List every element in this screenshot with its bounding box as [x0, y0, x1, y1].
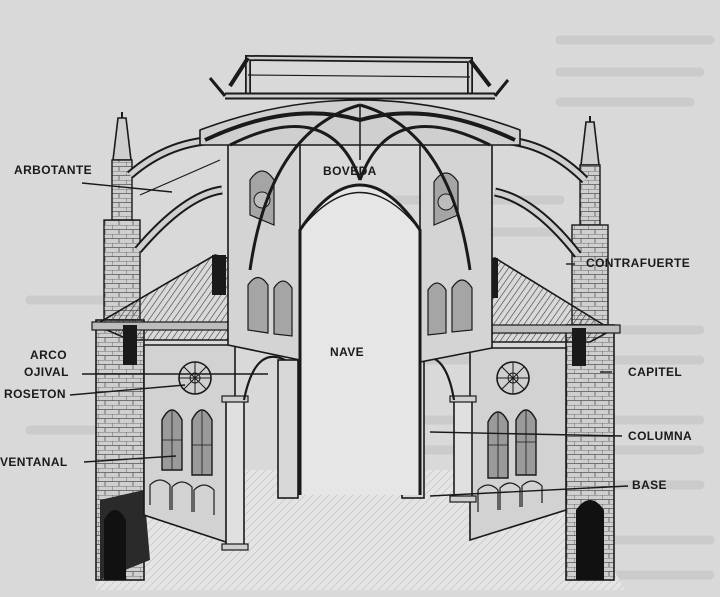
- leader-lines: [69, 182, 629, 497]
- left-aisle-wall: [143, 344, 236, 547]
- label-base: BASE: [632, 478, 667, 492]
- nave-arch: [298, 183, 422, 495]
- roof-frame: [208, 54, 510, 100]
- right-clerestory: [419, 116, 493, 363]
- right-column: [449, 395, 477, 503]
- label-arco: ARCO: [30, 348, 67, 362]
- label-contrafuerte: CONTRAFUERTE: [586, 256, 691, 270]
- right-aisle-wall: [469, 347, 567, 542]
- label-ventanal: VENTANAL: [0, 455, 68, 469]
- left-column: [221, 395, 249, 551]
- label-roseton: ROSETON: [4, 387, 66, 401]
- ribbed-vault: [199, 99, 521, 271]
- label-columna: COLUMNA: [628, 429, 693, 443]
- label-arbotante: ARBOTANTE: [14, 163, 93, 177]
- label-ojival: OJIVAL: [24, 365, 69, 379]
- left-clerestory: [227, 113, 301, 361]
- label-capitel: CAPITEL: [628, 365, 683, 379]
- label-nave: NAVE: [330, 345, 365, 359]
- label-boveda: BOVEDA: [323, 164, 377, 178]
- right-buttress: [565, 116, 615, 581]
